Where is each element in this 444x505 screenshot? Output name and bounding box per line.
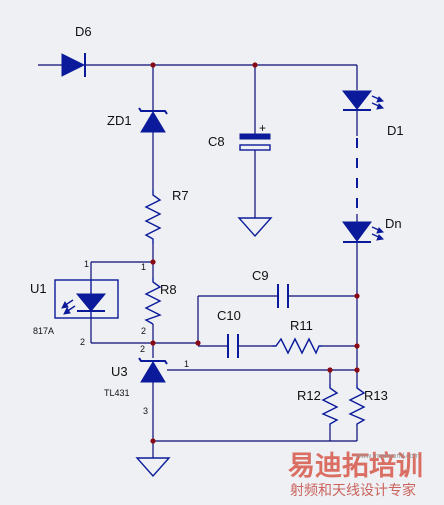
capacitor-c10: C10 [217,308,241,358]
watermark-tagline: 射频和天线设计专家 [290,482,416,499]
dn-emission-arrows [371,226,385,241]
led-dn: Dn [342,214,402,243]
resistor-r11: R11 [272,318,322,355]
label-u1-part: 817A [33,326,54,336]
optocoupler-u1: 1 2 U1 817A [30,259,119,347]
label-c10: C10 [217,308,241,323]
led-d1: D1 [341,90,404,138]
u3-pin-3: 3 [143,406,148,416]
zener-zd1: ZD1 [107,107,168,133]
resistor-r7: R7 [144,188,189,244]
label-r12: R12 [297,388,321,403]
resistor-r12: R12 [297,384,339,426]
d1-emission-arrows [371,95,385,110]
ground-symbol-c8 [237,217,273,238]
r8-pin-1: 1 [141,262,146,272]
r8-pin-2: 2 [141,326,146,336]
u1-pin-1: 1 [84,259,89,269]
label-c8: C8 [208,134,225,149]
ground-symbol-main [135,457,171,478]
label-d6: D6 [75,24,92,39]
shunt-regulator-u3: 2 1 3 U3 TL431 [104,344,189,416]
watermark-brand: 易迪拓培训 [288,451,423,482]
capacitor-c8: + C8 [208,121,271,151]
label-u3-part: TL431 [104,388,130,398]
wires [38,64,358,458]
watermark-url: www.mweworld.com [355,453,420,460]
c8-plus-mark: + [259,121,266,135]
label-u3: U3 [111,364,128,379]
label-dn: Dn [385,216,402,231]
junction-dots [150,62,360,444]
label-r13: R13 [364,388,388,403]
capacitor-c9: C9 [252,268,289,308]
label-r8: R8 [160,282,177,297]
diode-d6: D6 [61,24,92,77]
label-r11: R11 [290,318,313,333]
resistor-r8: 1 2 R8 [141,262,177,336]
label-r7: R7 [172,188,189,203]
watermark: 易迪拓培训 射频和天线设计专家 www.mweworld.com [288,451,423,499]
label-c9: C9 [252,268,269,283]
label-zd1: ZD1 [107,113,132,128]
label-d1: D1 [387,123,404,138]
label-u1: U1 [30,281,47,296]
u3-pin-2: 2 [140,344,145,354]
u1-pin-2: 2 [80,337,85,347]
u1-light-arrows [61,299,76,315]
u3-pin-1: 1 [184,359,189,369]
resistor-r13: R13 [348,370,388,426]
